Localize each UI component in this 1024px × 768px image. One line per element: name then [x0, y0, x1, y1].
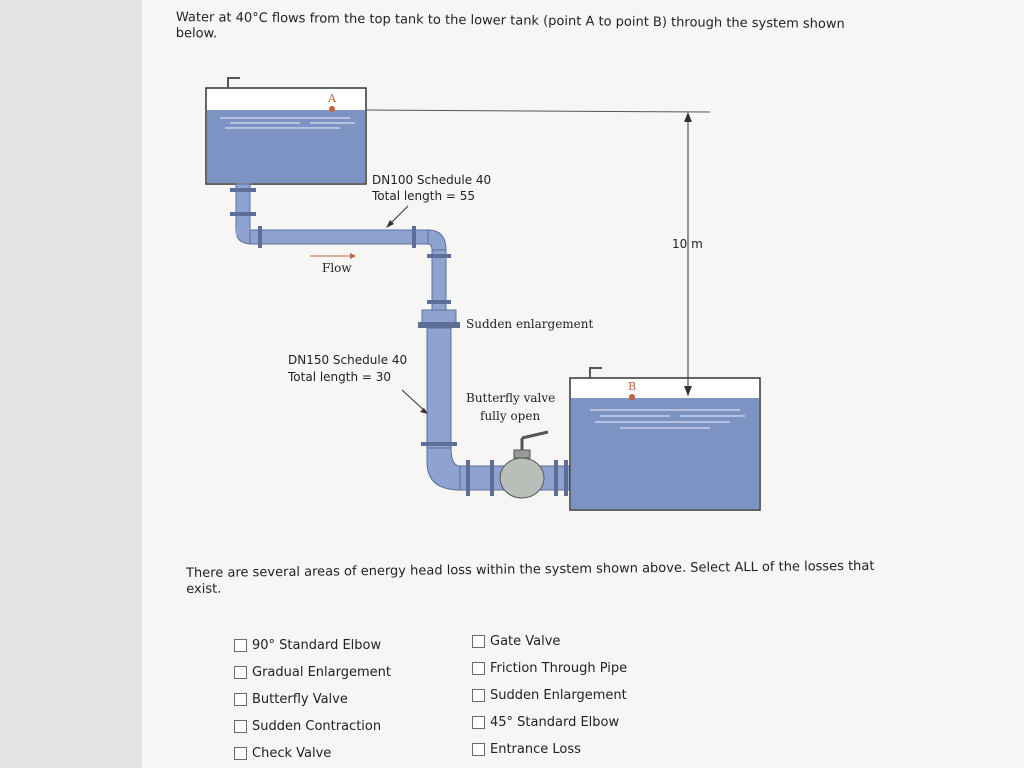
option-label: Friction Through Pipe [490, 661, 628, 676]
checkbox-gradual-enlargement[interactable] [234, 666, 247, 679]
checkbox-butterfly-valve[interactable] [234, 693, 247, 706]
upper-tank-vent [227, 77, 240, 88]
option-sudden-enlargement[interactable]: Sudden Enlargement [472, 682, 627, 709]
option-label: Sudden Contraction [252, 719, 382, 734]
valve-label-line2: fully open [480, 409, 540, 423]
point-b-label: B [628, 380, 636, 393]
option-45-standard-elbow[interactable]: 45° Standard Elbow [472, 709, 627, 736]
flow-label: Flow [322, 261, 352, 275]
upper-water-ripples [220, 117, 355, 129]
option-90-standard-elbow[interactable]: 90° Standard Elbow [234, 632, 391, 659]
option-entrance-loss[interactable]: Entrance Loss [472, 736, 627, 763]
point-a-marker [329, 106, 335, 112]
option-label: Gate Valve [490, 634, 561, 649]
option-label: 45° Standard Elbow [490, 715, 620, 730]
butterfly-valve [499, 457, 545, 499]
valve-label-line1: Butterfly valve [466, 391, 555, 405]
height-dimension-label: 10 m [672, 237, 703, 251]
option-label: Entrance Loss [490, 742, 581, 757]
checkbox-sudden-contraction[interactable] [234, 720, 247, 733]
option-sudden-contraction[interactable]: Sudden Contraction [234, 713, 391, 740]
checkbox-90-standard-elbow[interactable] [234, 639, 247, 652]
checkbox-check-valve[interactable] [234, 747, 247, 760]
checkbox-entrance-loss[interactable] [472, 743, 485, 756]
pipe1-spec-label: DN100 Schedule 40 [372, 173, 491, 187]
pipe1-length-label: Total length = 55 [371, 189, 475, 203]
lower-water-ripples [590, 409, 745, 429]
lower-tank-water [571, 398, 759, 509]
option-gradual-enlargement[interactable]: Gradual Enlargement [234, 659, 391, 686]
option-butterfly-valve[interactable]: Butterfly Valve [234, 686, 391, 713]
checkbox-gate-valve[interactable] [472, 635, 485, 648]
sudden-enlargement-label: Sudden enlargement [466, 317, 594, 331]
option-check-valve[interactable]: Check Valve [234, 740, 391, 767]
pipe-dn100 [249, 229, 431, 245]
options-right-column: Gate Valve Friction Through Pipe Sudden … [472, 628, 627, 763]
checkbox-45-standard-elbow[interactable] [472, 716, 485, 729]
option-label: Check Valve [252, 746, 332, 761]
option-label: Sudden Enlargement [490, 688, 627, 703]
answer-options: 90° Standard Elbow Gradual Enlargement B… [234, 632, 734, 768]
point-a-label: A [327, 92, 337, 105]
pipe-system-diagram: A B 10 m [205, 77, 761, 511]
options-left-column: 90° Standard Elbow Gradual Enlargement B… [234, 632, 391, 767]
pipe2-length-label: Total length = 30 [287, 370, 391, 384]
option-label: Gradual Enlargement [252, 665, 391, 680]
lower-tank-vent [589, 367, 602, 378]
option-label: Butterfly Valve [252, 692, 348, 707]
option-label: 90° Standard Elbow [252, 638, 382, 653]
checkbox-sudden-enlargement[interactable] [472, 689, 485, 702]
pipe-dn150 [426, 327, 452, 449]
option-gate-valve[interactable]: Gate Valve [472, 628, 627, 655]
point-b-marker [629, 394, 635, 400]
option-friction-through-pipe[interactable]: Friction Through Pipe [472, 655, 627, 682]
left-margin-strip [0, 0, 143, 768]
pipe2-spec-label: DN150 Schedule 40 [288, 353, 407, 367]
checkbox-friction-through-pipe[interactable] [472, 662, 485, 675]
upper-tank-water [207, 110, 365, 183]
